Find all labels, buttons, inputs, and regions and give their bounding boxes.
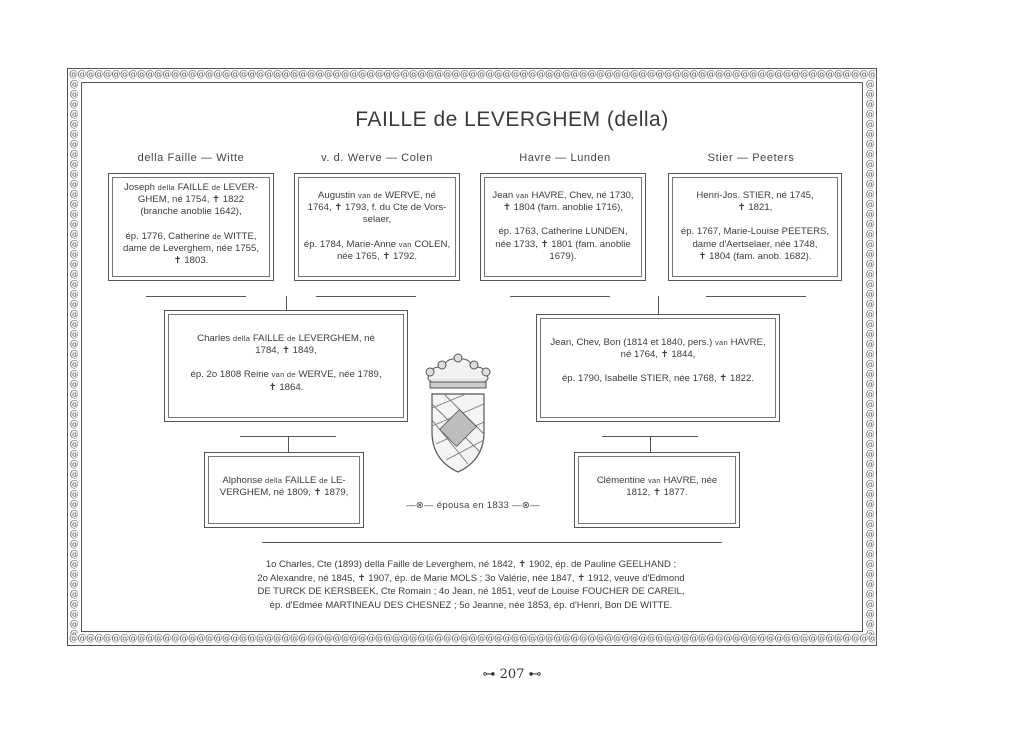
marriage-note: —⊗— épousa en 1833 —⊗— <box>406 500 540 511</box>
inner-frame <box>81 82 863 632</box>
column-heading-stier: Stier — Peeters <box>707 152 795 164</box>
box-line: ✝ 1864. <box>268 381 304 393</box>
box-line: VERGHEM, né 1809, ✝ 1879, <box>219 487 349 499</box>
box-line: Jean, Chev, Bon (1814 et 1840, pers.) va… <box>550 337 766 348</box>
box-line: ✝ 1804 (fam. anob. 1682). <box>698 250 812 262</box>
decorative-border-left: @@@@@@@@@@@@@@@@@@@@@@@@@@@@@@@@@@@@@@@@… <box>69 80 79 634</box>
children-list: 1o Charles, Cte (1893) della Faille de L… <box>228 558 714 612</box>
connector-drop <box>650 436 651 452</box>
person-box-augustin-van-de-werve: Augustin van de WERVE, né 1764, ✝ 1793, … <box>294 173 460 281</box>
box-line: Joseph della FAILLE de LEVER- <box>124 182 258 193</box>
box-line: ép. 1776, Catherine de WITTE, <box>125 230 257 242</box>
person-box-clementine-van-havre: Clémentine van HAVRE, née 1812, ✝ 1877. <box>574 452 740 528</box>
box-line: 1812, ✝ 1877. <box>626 487 688 499</box>
box-line: GHEM, né 1754, ✝ 1822 <box>137 194 245 206</box>
decorative-border-right: @@@@@@@@@@@@@@@@@@@@@@@@@@@@@@@@@@@@@@@@… <box>865 80 875 634</box>
box-line: ép. 1784, Marie-Anne van COLEN, <box>303 238 451 250</box>
box-line: née 1733, ✝ 1801 (fam. anoblie <box>495 238 631 250</box>
box-line: 1679). <box>549 250 577 262</box>
children-divider <box>262 542 722 543</box>
person-box-joseph-della-faille: Joseph della FAILLE de LEVER- GHEM, né 1… <box>108 173 274 281</box>
box-line: ép. 1790, Isabelle STIER, née 1768, ✝ 18… <box>561 373 755 385</box>
decorative-border-bottom: @@@@@@@@@@@@@@@@@@@@@@@@@@@@@@@@@@@@@@@@… <box>69 634 875 644</box>
box-line: Charles della FAILLE de LEVERGHEM, né <box>197 333 375 344</box>
children-line: DE TURCK DE KERSBEEK, Cte Romain ; 4o Je… <box>257 586 685 598</box>
person-box-jean-van-havre: Jean van HAVRE, Chev, né 1730, ✝ 1804 (f… <box>480 173 646 281</box>
box-line: ép. 1767, Marie-Louise PEETERS, <box>680 226 830 238</box>
connector-line <box>706 296 806 297</box>
connector-drop <box>288 436 289 452</box>
box-line: Alphonse della FAILLE de LE- <box>222 475 346 486</box>
person-box-alphonse-della-faille: Alphonse della FAILLE de LE- VERGHEM, né… <box>204 452 364 528</box>
connector-drop <box>286 296 287 310</box>
box-line: Augustin van de WERVE, né <box>318 190 436 201</box>
person-box-charles-della-faille: Charles della FAILLE de LEVERGHEM, né 17… <box>164 310 408 422</box>
box-line: dame de Leverghem, née 1755, <box>122 242 259 254</box>
box-line: ✝ 1803. <box>173 255 209 267</box>
box-line: 1784, ✝ 1849, <box>255 345 317 357</box>
connector-drop <box>658 296 659 314</box>
box-line: selaer, <box>362 214 392 226</box>
outer-frame <box>67 68 877 646</box>
box-line: né 1764, ✝ 1844, <box>620 349 696 361</box>
box-line: (branche anoblie 1642), <box>140 206 242 218</box>
box-line: 1764, ✝ 1793, f. du Cte de Vors- <box>307 202 447 214</box>
children-line: 1o Charles, Cte (1893) della Faille de L… <box>265 559 677 570</box>
box-line: Henri-Jos. STIER, né 1745, <box>696 190 814 201</box>
page-number: ⊶ 207 ⊷ <box>482 667 542 682</box>
column-heading-della-faille: della Faille — Witte <box>137 152 245 164</box>
decorative-border-top: @@@@@@@@@@@@@@@@@@@@@@@@@@@@@@@@@@@@@@@@… <box>69 70 875 80</box>
connector-line <box>510 296 610 297</box>
box-line: ép. 1763, Catherine LUNDEN, <box>498 226 628 238</box>
children-line: 2o Alexandre, né 1845, ✝ 1907, ép. de Ma… <box>257 572 685 584</box>
person-box-jean-van-havre-baron: Jean, Chev, Bon (1814 et 1840, pers.) va… <box>536 314 780 422</box>
connector-line <box>316 296 416 297</box>
children-line: ép. d'Edmée MARTINEAU DES CHESNEZ ; 5o J… <box>269 599 673 611</box>
box-line: ép. 2o 1808 Reine van de WERVE, née 1789… <box>190 369 382 381</box>
box-line: Jean van HAVRE, Chev, né 1730, <box>492 190 634 201</box>
coat-of-arms-icon <box>425 353 491 473</box>
column-heading-havre: Havre — Lunden <box>519 152 611 164</box>
box-line: Clémentine van HAVRE, née <box>596 475 718 486</box>
box-line: ✝ 1821, <box>737 202 773 214</box>
crown-icon <box>425 353 491 389</box>
page-title: FAILLE de LEVERGHEM (della) <box>355 108 669 131</box>
connector-line <box>146 296 246 297</box>
box-line: dame d'Aertselaer, née 1748, <box>692 238 818 250</box>
column-heading-werve: v. d. Werve — Colen <box>321 152 433 164</box>
person-box-henri-jos-stier: Henri-Jos. STIER, né 1745, ✝ 1821, ép. 1… <box>668 173 842 281</box>
box-line: née 1765, ✝ 1792. <box>336 250 418 262</box>
box-line: ✝ 1804 (fam. anoblie 1716), <box>502 202 624 214</box>
